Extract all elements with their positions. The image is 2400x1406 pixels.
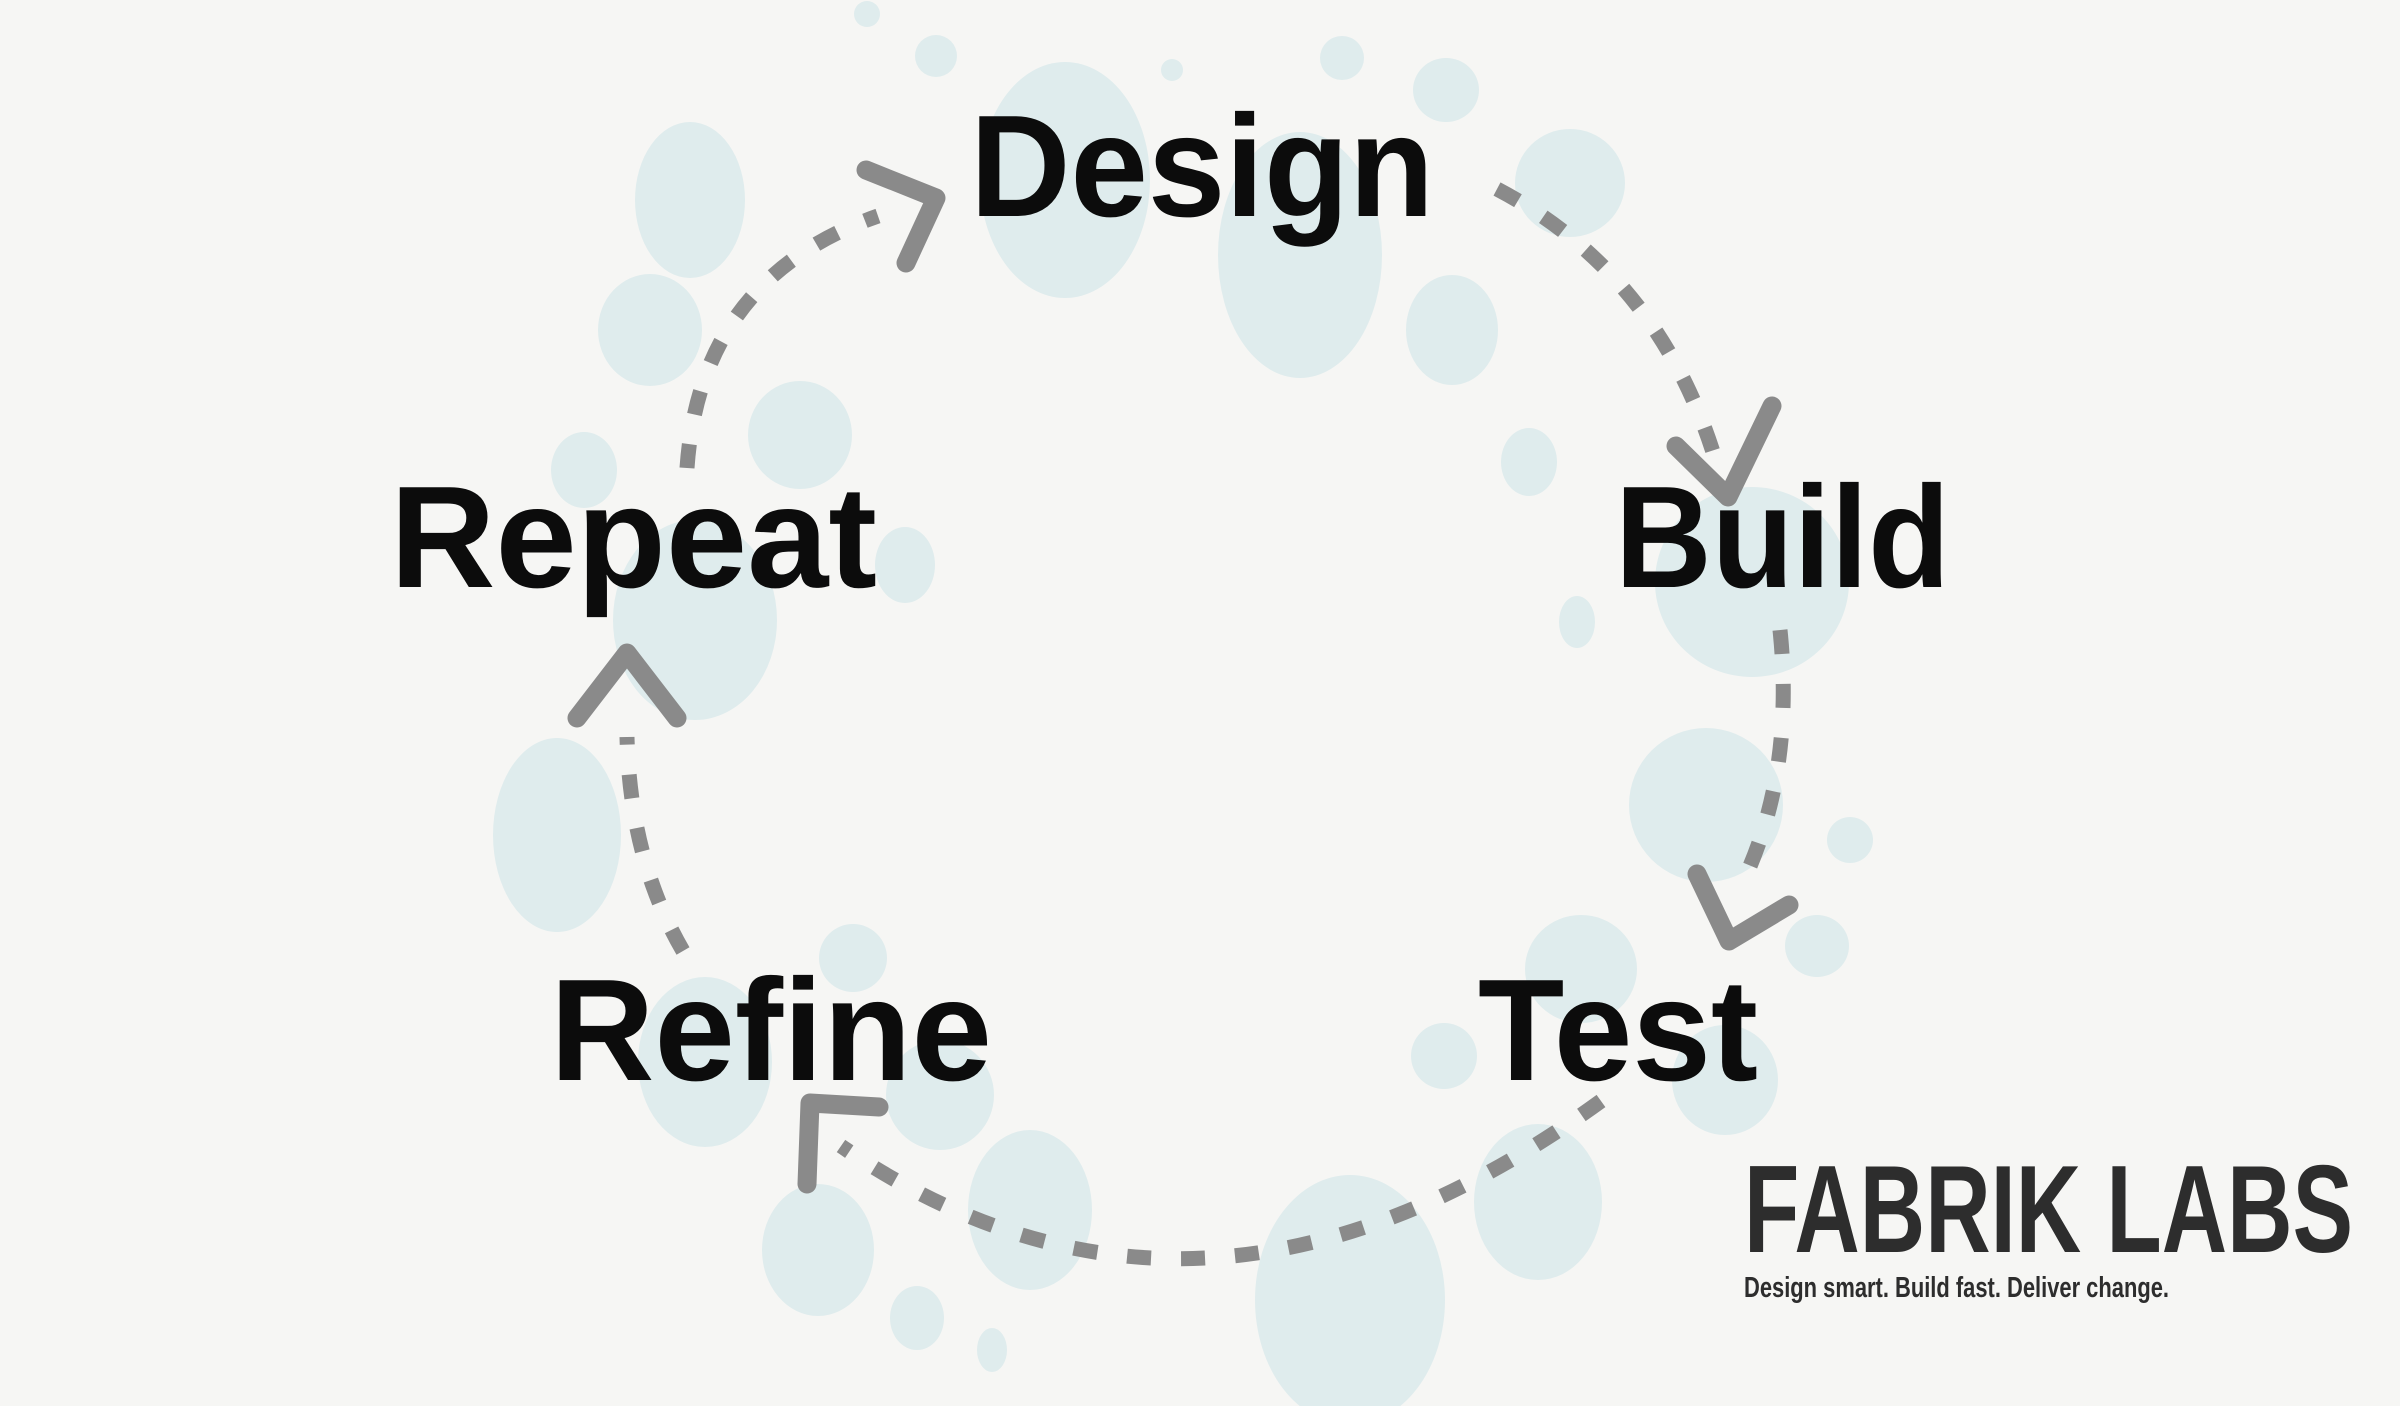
arrowhead-down-left-icon bbox=[1687, 864, 1799, 951]
arrow-design-to-build-path bbox=[1493, 182, 1721, 455]
bubble bbox=[1218, 132, 1382, 378]
bubble bbox=[1406, 275, 1498, 385]
step-label-build: Build bbox=[1615, 456, 1950, 618]
bubble bbox=[1785, 915, 1849, 977]
bubble bbox=[875, 527, 935, 603]
bubble bbox=[819, 924, 887, 992]
bubble bbox=[748, 381, 852, 489]
bubble bbox=[1501, 428, 1557, 496]
bubble bbox=[613, 520, 777, 720]
step-label-repeat: Repeat bbox=[390, 456, 877, 618]
arrow-repeat-to-design bbox=[679, 160, 946, 469]
bubble bbox=[635, 122, 745, 278]
bubble bbox=[551, 432, 617, 508]
arrow-build-to-test bbox=[1687, 629, 1799, 951]
brand-tagline: Design smart. Build fast. Deliver change… bbox=[1744, 1272, 2169, 1304]
bubble bbox=[854, 1, 880, 27]
arrowhead-down-icon bbox=[1666, 396, 1782, 507]
bubble bbox=[762, 1184, 874, 1316]
bubble bbox=[1559, 596, 1595, 648]
arrowhead-up-left-icon bbox=[797, 1093, 889, 1194]
brand-name: FABRIK LABS bbox=[1744, 1141, 2353, 1279]
arrowhead-up-icon bbox=[567, 643, 687, 728]
arrow-test-to-refine bbox=[797, 1093, 1606, 1267]
bubble bbox=[1629, 728, 1783, 882]
bubble bbox=[1827, 817, 1873, 863]
bubble bbox=[1655, 487, 1849, 677]
brand-logo: FABRIK LABS Design smart. Build fast. De… bbox=[1744, 1141, 2353, 1304]
bubble bbox=[1255, 1175, 1445, 1406]
bubble bbox=[968, 1130, 1092, 1290]
step-label-test: Test bbox=[1478, 949, 1758, 1111]
bubble bbox=[493, 738, 621, 932]
bubble bbox=[980, 62, 1150, 298]
bubble bbox=[1515, 129, 1625, 237]
arrow-design-to-build bbox=[1493, 182, 1782, 507]
bubble bbox=[638, 977, 772, 1147]
arrowhead-right-icon bbox=[856, 160, 946, 273]
step-label-refine: Refine bbox=[550, 949, 992, 1111]
bubble bbox=[1413, 58, 1479, 122]
bubble bbox=[890, 1286, 944, 1350]
step-label-design: Design bbox=[970, 85, 1434, 247]
bubble bbox=[1320, 36, 1364, 80]
arrow-repeat-to-design-path bbox=[679, 208, 881, 469]
bubble bbox=[886, 1040, 994, 1150]
bubble bbox=[977, 1328, 1007, 1372]
bubble bbox=[598, 274, 702, 386]
arrow-refine-to-repeat bbox=[567, 643, 690, 955]
bubble bbox=[1411, 1023, 1477, 1089]
bubble-field bbox=[493, 1, 1873, 1406]
arrow-build-to-test-path bbox=[1734, 629, 1791, 890]
bubble bbox=[1161, 59, 1183, 81]
bubble bbox=[915, 35, 957, 77]
bubble bbox=[1525, 915, 1637, 1023]
bubble bbox=[1672, 1025, 1778, 1135]
